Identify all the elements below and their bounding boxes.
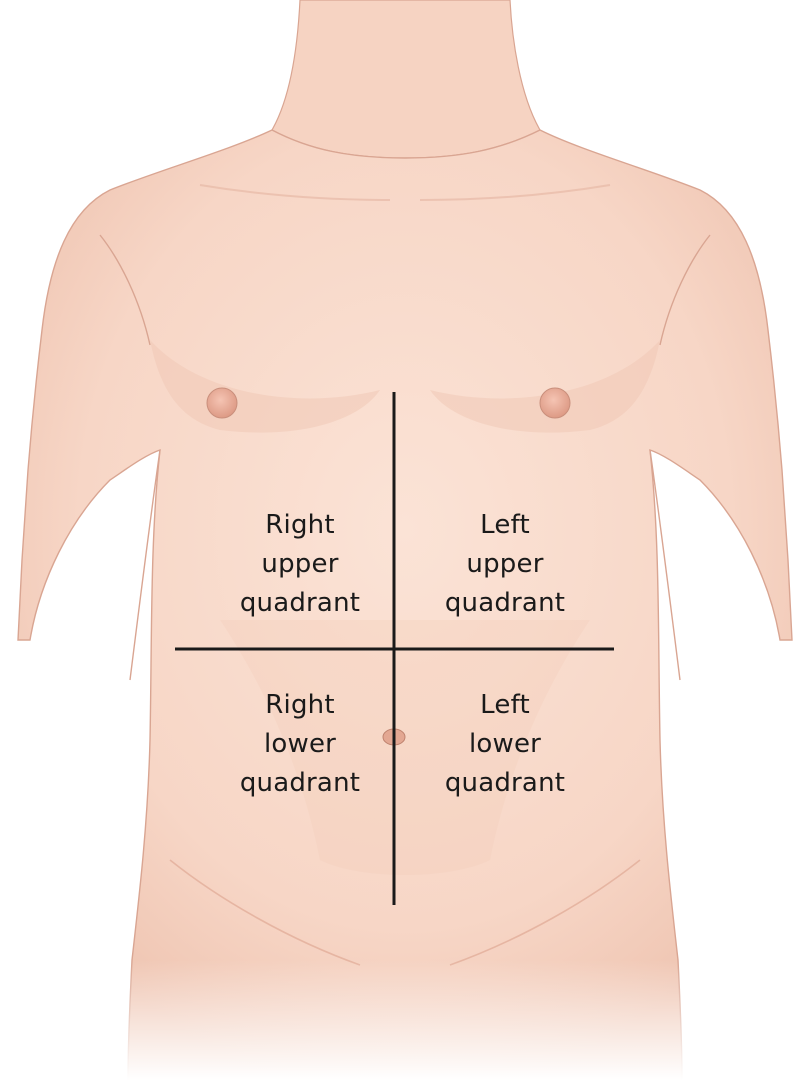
nipple-left-side	[539, 387, 571, 419]
clavicle-right	[419, 184, 611, 201]
torso-body	[17, 129, 793, 1080]
left-pec-shading	[150, 340, 380, 433]
hip-line-right	[449, 859, 641, 966]
bottom-fade	[0, 960, 810, 1080]
deltoid-left	[99, 234, 151, 346]
hip-line-left	[169, 859, 361, 966]
left-lower-quadrant-label: Left lower quadrant	[444, 690, 566, 798]
left-upper-quadrant-label: Left upper quadrant	[444, 510, 566, 618]
abdomen-shading	[220, 620, 590, 875]
arm-contour-right	[649, 449, 681, 681]
right-lower-quadrant-label: Right lower quadrant	[239, 690, 361, 798]
clavicle-left	[199, 184, 391, 201]
deltoid-right	[659, 234, 711, 346]
arm-contour-left	[129, 449, 161, 681]
neck	[271, 0, 541, 159]
right-pec-shading	[430, 340, 660, 433]
right-upper-quadrant-label: Right upper quadrant	[239, 510, 361, 618]
nipple-right-side	[206, 387, 238, 419]
